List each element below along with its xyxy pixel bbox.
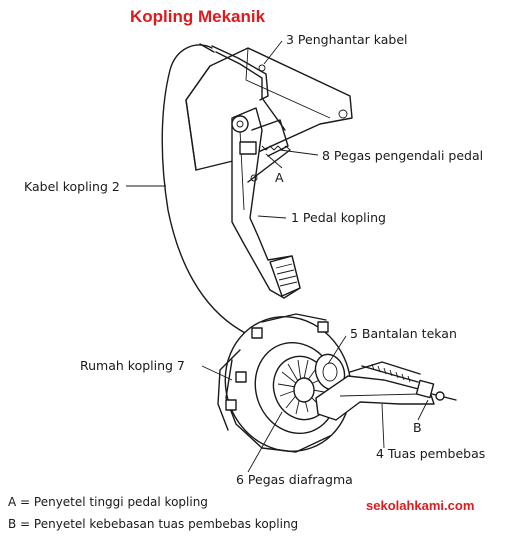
label-release-fork: 4 Tuas pembebas xyxy=(376,446,485,461)
legend-a: A = Penyetel tinggi pedal kopling xyxy=(8,495,208,509)
label-adjuster-a: A xyxy=(275,170,284,185)
leader-lines xyxy=(126,40,429,473)
label-release-bearing: 5 Bantalan tekan xyxy=(350,326,457,341)
label-clutch-pedal: 1 Pedal kopling xyxy=(291,210,386,225)
pedal-bracket xyxy=(185,47,353,171)
pedal-return-spring xyxy=(247,145,291,183)
label-clutch-cable: Kabel kopling 2 xyxy=(24,179,120,194)
cable-adjuster-b xyxy=(361,363,457,401)
legend-b: B = Penyetel kebebasan tuas pembebas kop… xyxy=(8,517,298,531)
label-diaphragm-spring: 6 Pegas diafragma xyxy=(236,472,353,487)
cable-end-upper xyxy=(199,43,215,53)
label-pedal-spring: 8 Pegas pengendali pedal xyxy=(322,148,483,163)
clutch-cable xyxy=(161,44,265,345)
release-bearing xyxy=(314,353,346,391)
release-fork xyxy=(315,361,435,421)
label-adjuster-b: B xyxy=(413,420,422,435)
site-watermark: sekolahkami.com xyxy=(366,498,474,513)
clutch-pedal xyxy=(231,107,301,299)
diagram-title: Kopling Mekanik xyxy=(130,7,266,26)
label-clutch-housing: Rumah kopling 7 xyxy=(80,358,185,373)
label-cable-guide: 3 Penghantar kabel xyxy=(286,32,408,47)
